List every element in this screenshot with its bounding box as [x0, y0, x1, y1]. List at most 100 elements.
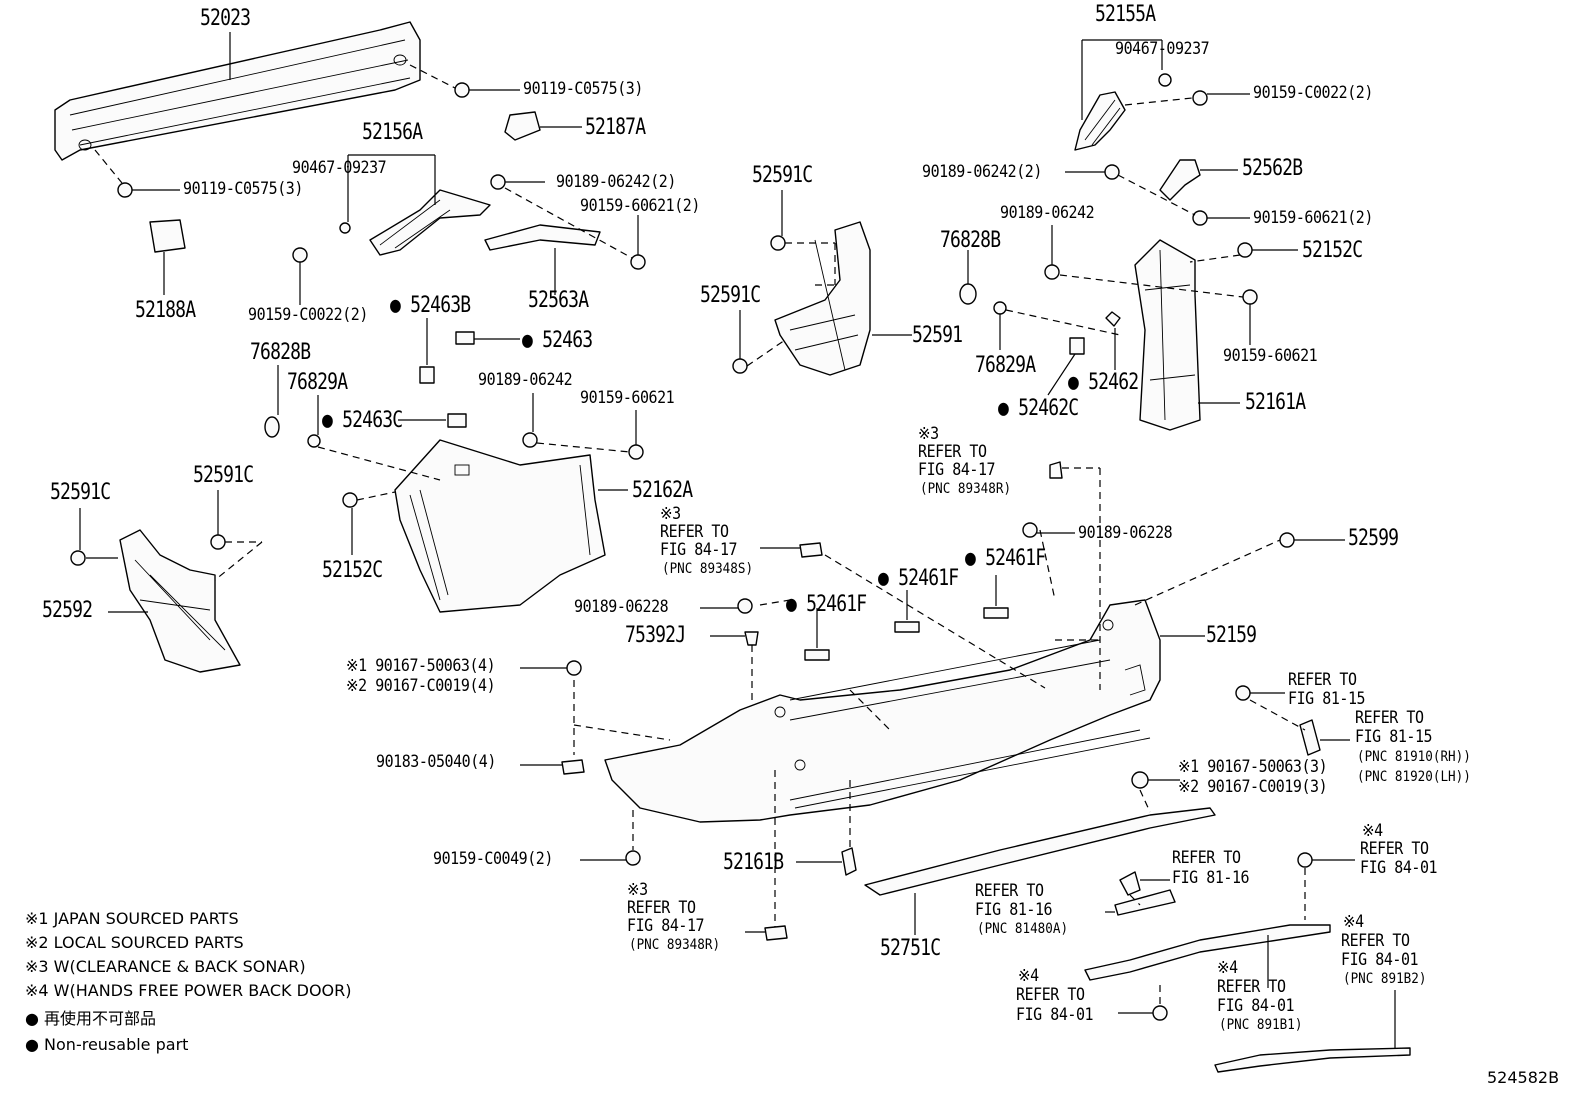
fig-84-01-label: FIG 84-01	[1360, 858, 1438, 878]
lamp-parts-drawing	[1105, 685, 1350, 916]
part-52463c-label: ● 52463C	[322, 408, 403, 433]
part-90167-c0019-label: ※2 90167-C0019(3)	[1178, 777, 1328, 797]
part-90183-05040-label: 90183-05040(4)	[376, 752, 496, 772]
part-90119-c0575-label: 90119-C0575(3)	[183, 179, 303, 199]
part-90467-09237-label: 90467-09237	[292, 158, 387, 178]
part-52462c-label: ● 52462C	[998, 396, 1079, 421]
garnish-52751c-drawing	[864, 771, 1216, 935]
part-52463-number: 52463	[542, 328, 593, 353]
part-52591c-label: 52591C	[193, 463, 254, 488]
bracket-52591-drawing	[732, 190, 912, 376]
part-90189-06228-label: 90189-06228	[1078, 523, 1173, 543]
part-90159-60621-label: 90159-60621	[580, 388, 675, 408]
legend-note-3: ※3 W(CLEARANCE & BACK SONAR)	[25, 957, 306, 976]
part-52591c-label: 52591C	[752, 163, 813, 188]
part-52463b-label: ● 52463B	[390, 293, 471, 318]
part-52463b-number: 52463B	[410, 293, 471, 318]
part-76829a-label: 76829A	[975, 353, 1036, 378]
legend-note-2: ※2 LOCAL SOURCED PARTS	[25, 933, 244, 952]
note-3-marker: ※3	[918, 424, 939, 444]
refer-to-label: REFER TO	[660, 522, 729, 542]
part-52591c-label: 52591C	[50, 480, 111, 505]
part-90167-c0019-label: ※2 90167-C0019(4)	[346, 676, 496, 696]
bracket-52563a-drawing	[484, 174, 646, 295]
refer-to-label: REFER TO	[1217, 977, 1286, 997]
part-52462-label: ● 52462	[1068, 370, 1139, 395]
part-52152c-label: 52152C	[1302, 238, 1363, 263]
part-52461f-label: ● 52461F	[786, 592, 867, 617]
note-4-marker: ※4	[1362, 821, 1383, 841]
pnc-81920-label: (PNC 81920(LH))	[1357, 769, 1471, 785]
sensor-harness-drawing	[1084, 852, 1411, 1073]
part-52463-label: ● 52463	[522, 328, 593, 353]
refer-to-label: REFER TO	[1016, 985, 1085, 1005]
part-52461f-number: 52461F	[898, 566, 959, 591]
part-52461f-label: ● 52461F	[878, 566, 959, 591]
fig-81-15-label: FIG 81-15	[1288, 689, 1366, 709]
refer-to-label: REFER TO	[1288, 670, 1357, 690]
part-90189-06242-label: 90189-06242	[478, 370, 573, 390]
pnc-89348r-label: (PNC 89348R)	[629, 937, 721, 953]
part-52159-label: 52159	[1206, 623, 1257, 648]
refer-to-label: REFER TO	[1341, 931, 1410, 951]
refer-to-label: REFER TO	[975, 881, 1044, 901]
fig-81-15-label: FIG 81-15	[1355, 727, 1433, 747]
part-52023-label: 52023	[200, 6, 251, 31]
part-75392j-label: 75392J	[625, 623, 686, 648]
part-90167-50063-label: ※1 90167-50063(3)	[1178, 757, 1328, 777]
bracket-52155a-drawing	[1074, 39, 1250, 151]
pnc-891b1-label: (PNC 891B1)	[1219, 1017, 1303, 1033]
bumper-small-parts	[520, 461, 1075, 941]
legend-note-1: ※1 JAPAN SOURCED PARTS	[25, 909, 239, 928]
part-90119-c0575-label: 90119-C0575(3)	[523, 79, 643, 99]
part-52461f-label: ● 52461F	[965, 546, 1046, 571]
part-76829a-label: 76829A	[287, 370, 348, 395]
bracket-52592-drawing	[70, 490, 263, 673]
part-90189-06242-label: 90189-06242(2)	[556, 172, 676, 192]
part-52161b-label: 52161B	[723, 850, 784, 875]
pnc-89348r-label: (PNC 89348R)	[920, 481, 1012, 497]
note-3-marker: ※3	[660, 504, 681, 524]
part-52463c-number: 52463C	[342, 408, 403, 433]
part-90167-50063-label: ※1 90167-50063(4)	[346, 656, 496, 676]
refer-to-label: REFER TO	[1172, 848, 1241, 868]
bolt-drawings	[94, 64, 582, 295]
bumper-cover-drawing	[604, 467, 1345, 823]
pnc-81910-label: (PNC 81910(RH))	[1357, 749, 1471, 765]
note-3-marker: ※3	[627, 880, 648, 900]
part-52187a-label: 52187A	[585, 115, 646, 140]
part-90159-60621-label: 90159-60621(2)	[1253, 208, 1373, 228]
part-52461f-number: 52461F	[806, 592, 867, 617]
bracket-52162a-drawing	[317, 393, 644, 613]
part-52462c-number: 52462C	[1018, 396, 1079, 421]
bracket-52562b-drawing	[1065, 159, 1250, 226]
part-90189-06242-label: 90189-06242	[1000, 203, 1095, 223]
part-90189-06228-label: 90189-06228	[574, 597, 669, 617]
legend-non-reusable-en: ● Non-reusable part	[25, 1035, 189, 1054]
pad-drawings	[264, 318, 520, 448]
part-52562b-label: 52562B	[1242, 156, 1303, 181]
part-52156a-label: 52156A	[362, 120, 423, 145]
diagram-code: 524582B	[1487, 1068, 1560, 1087]
part-90159-c0049-label: 90159-C0049(2)	[433, 849, 553, 869]
legend-non-reusable-jp: ● 再使用不可部品	[25, 1009, 157, 1028]
part-52591c-label: 52591C	[700, 283, 761, 308]
fig-84-17-label: FIG 84-17	[660, 540, 738, 560]
fig-84-01-label: FIG 84-01	[1217, 996, 1295, 1016]
part-52592-label: 52592	[42, 598, 93, 623]
part-52462-number: 52462	[1088, 370, 1139, 395]
refer-to-label: REFER TO	[1360, 839, 1429, 859]
part-90159-c0022-label: 90159-C0022(2)	[1253, 83, 1373, 103]
part-52751c-label: 52751C	[880, 936, 941, 961]
part-52155a-label: 52155A	[1095, 2, 1156, 27]
part-52563a-label: 52563A	[528, 288, 589, 313]
fig-81-16-label: FIG 81-16	[975, 900, 1053, 920]
part-52188a-label: 52188A	[135, 298, 196, 323]
part-90467-09237-label: 90467-09237	[1115, 39, 1210, 59]
note-4-marker: ※4	[1217, 958, 1238, 978]
refer-to-label: REFER TO	[1355, 708, 1424, 728]
bumper-reinforcement-drawing	[54, 21, 421, 161]
part-90189-06242-label: 90189-06242(2)	[922, 162, 1042, 182]
